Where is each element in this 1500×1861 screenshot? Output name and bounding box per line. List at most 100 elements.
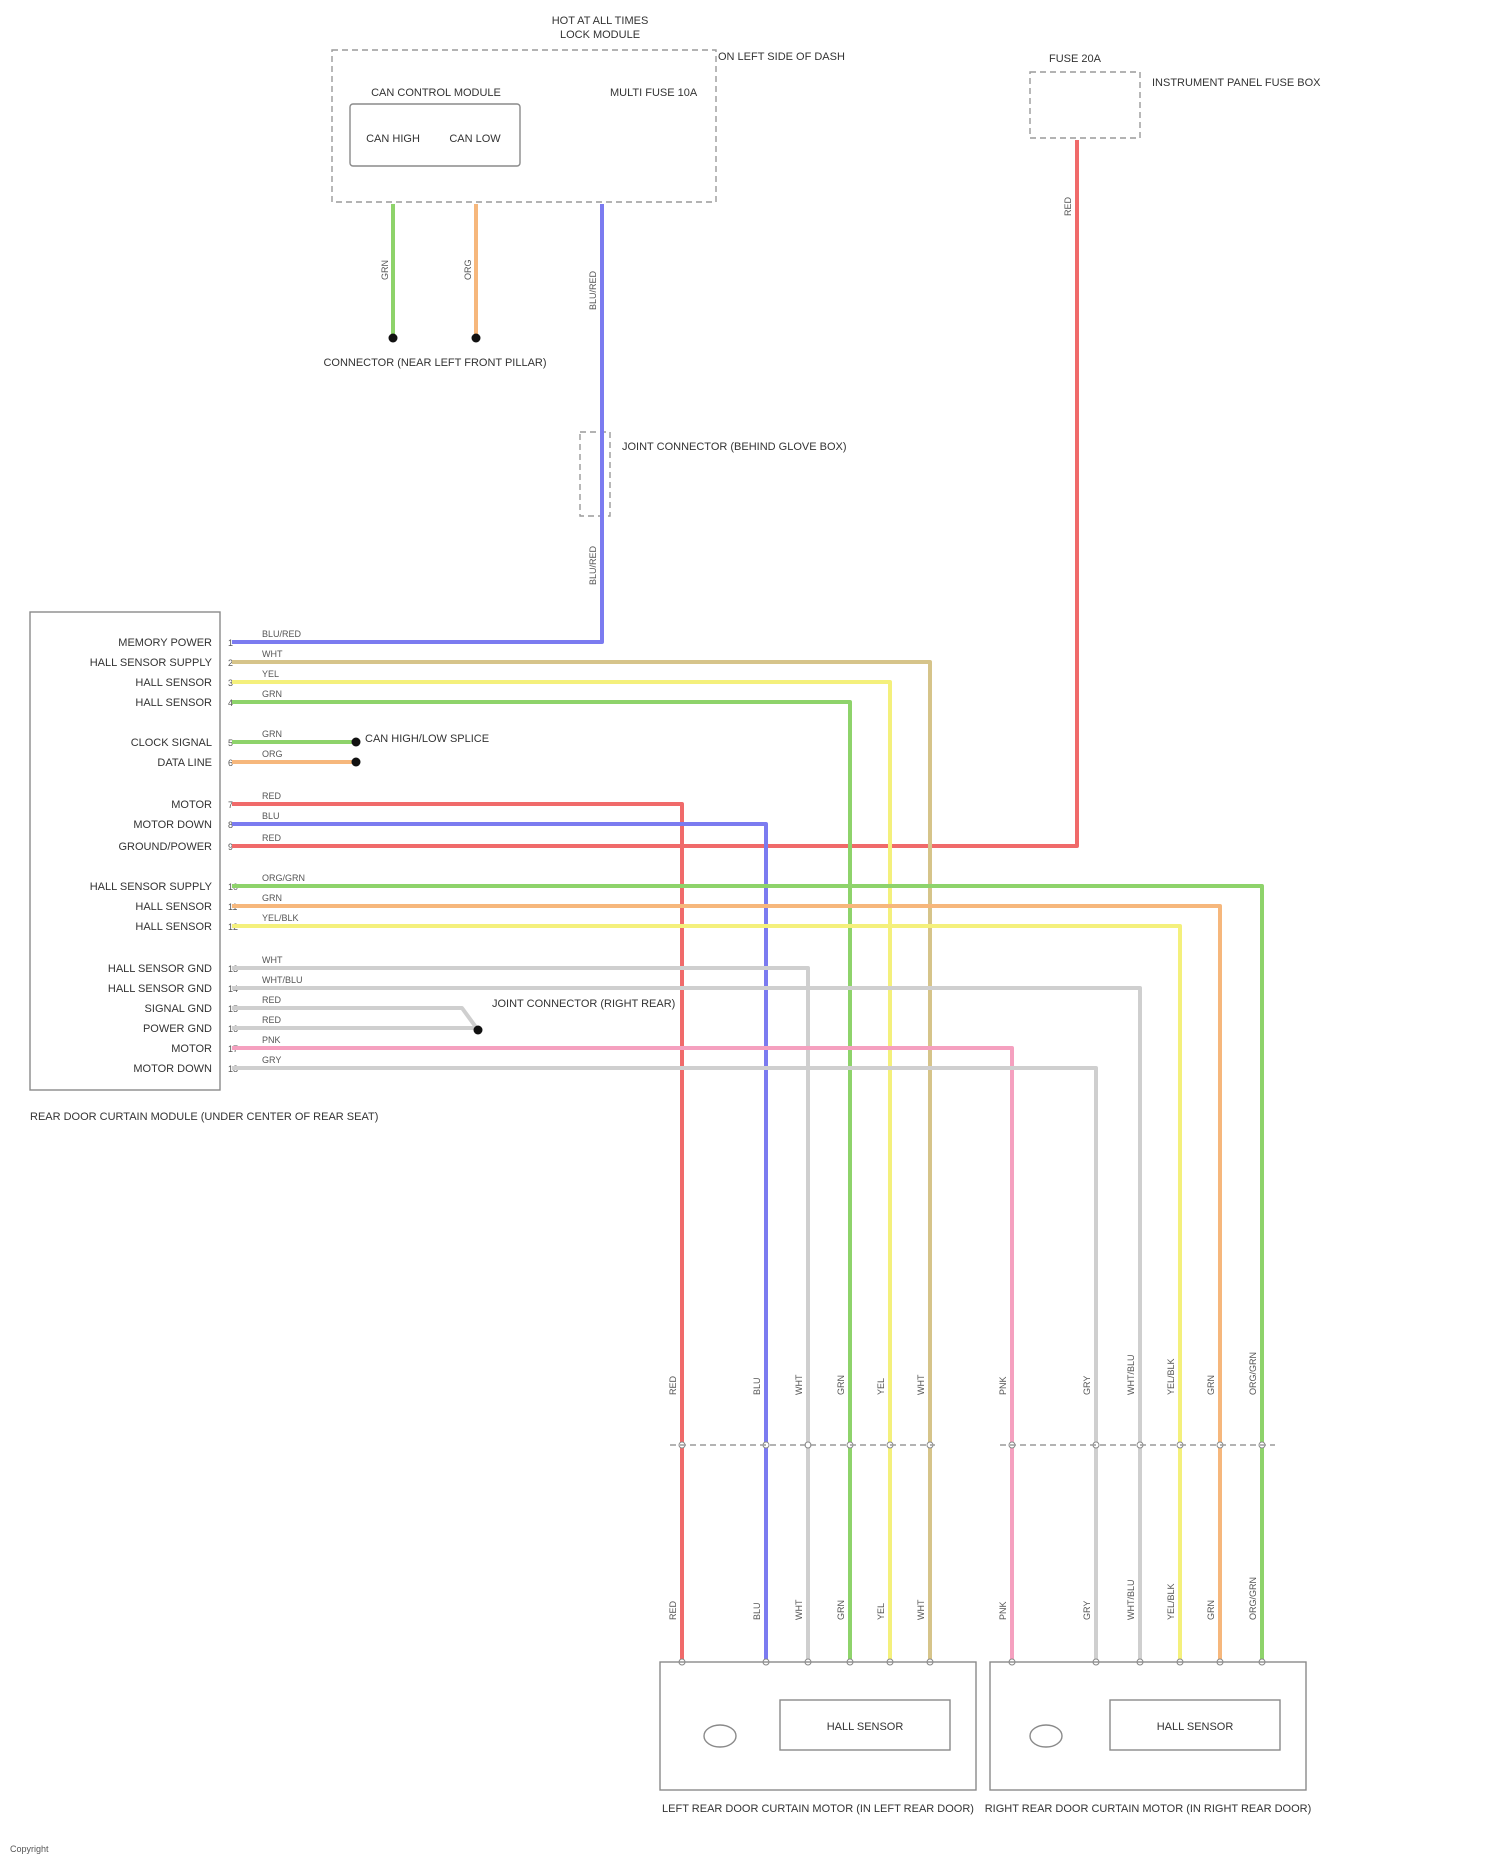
module-pin-label: MOTOR DOWN: [133, 1063, 212, 1075]
wire-label-pin4: GRN: [262, 689, 282, 699]
wire-label-pin17: PNK: [262, 1035, 281, 1045]
top-module-title: HOT AT ALL TIMES: [552, 15, 649, 27]
module-pin-label: MOTOR: [171, 799, 212, 811]
wire-label-memory: BLU/RED: [262, 629, 302, 639]
can-pin-a-label: CAN HIGH: [366, 133, 420, 145]
wire-label-can-high: GRN: [380, 260, 390, 280]
top-side-label: ON LEFT SIDE OF DASH: [718, 51, 845, 63]
module-pin-label: HALL SENSOR GND: [108, 983, 212, 995]
wire-label-pin15: RED: [262, 995, 282, 1005]
wire-label-memory-mid: BLU/RED: [588, 545, 598, 585]
module-pin-label: HALL SENSOR: [135, 677, 212, 689]
wire-label-pin18: GRY: [262, 1055, 281, 1065]
top-module-subtitle: LOCK MODULE: [560, 29, 640, 41]
fuse-box: [1030, 72, 1140, 138]
module-pin-label: DATA LINE: [157, 757, 212, 769]
wire-label-pin5: GRN: [262, 729, 282, 739]
wire-label-pin8: BLU: [262, 811, 280, 821]
wire-label-pin10: ORG/GRN: [262, 873, 305, 883]
fuse-label: MULTI FUSE 10A: [610, 87, 698, 99]
right-label-pnk-b: PNK: [998, 1601, 1008, 1620]
top-module-inner-label: CAN CONTROL MODULE: [371, 87, 501, 99]
top-module-box: [332, 50, 716, 202]
can-low-splice: [472, 334, 481, 343]
left-label-yel-b: YEL: [876, 1603, 886, 1620]
module-pin-label: MEMORY POWER: [118, 637, 212, 649]
wire-label-pin12: YEL/BLK: [262, 913, 299, 923]
module-pin-label: GROUND/POWER: [119, 841, 213, 853]
wire-label-pin7: RED: [262, 791, 282, 801]
data-splice: [352, 758, 361, 767]
wire-label-pin16: RED: [262, 1015, 282, 1025]
wire-label-pin14: WHT/BLU: [262, 975, 303, 985]
right-label-gry-b: GRY: [1082, 1601, 1092, 1620]
right-label-pnk: PNK: [998, 1376, 1008, 1395]
left-label-tan-b: WHT: [916, 1599, 926, 1620]
right-label-whtblu: WHT/BLU: [1126, 1355, 1136, 1396]
left-label-wht: WHT: [794, 1374, 804, 1395]
left-label-grn: GRN: [836, 1375, 846, 1395]
left-motor-up-wire: [232, 804, 682, 1662]
can-splice-label: CAN HIGH/LOW SPLICE: [365, 733, 489, 745]
right-label-gry: GRY: [1082, 1376, 1092, 1395]
left-label-yel: YEL: [876, 1378, 886, 1395]
wire-label-fuse-feed: RED: [1063, 196, 1073, 216]
left-label-blu-b: BLU: [752, 1602, 762, 1620]
right-hall-sensor-wire-a: [232, 906, 1220, 1662]
module-pin-label: HALL SENSOR: [135, 697, 212, 709]
left-label-tan: WHT: [916, 1374, 926, 1395]
left-label-grn-b: GRN: [836, 1600, 846, 1620]
right-splice-label: JOINT CONNECTOR (RIGHT REAR): [492, 998, 675, 1010]
watermark: Copyright: [10, 1844, 49, 1854]
wire-label-pin3: YEL: [262, 669, 279, 679]
right-label-grn-b: GRN: [1206, 1600, 1216, 1620]
module-pin-label: SIGNAL GND: [145, 1003, 212, 1015]
fuse-box-title: FUSE 20A: [1049, 53, 1102, 65]
wire-label-pin11: GRN: [262, 893, 282, 903]
right-hall-sensor-label: HALL SENSOR: [1157, 1721, 1234, 1733]
right-motor-down-wire: [232, 1068, 1096, 1662]
module-pin-label: MOTOR: [171, 1043, 212, 1055]
can-pin-b-label: CAN LOW: [449, 133, 501, 145]
module-pin-label: HALL SENSOR: [135, 901, 212, 913]
right-label-orggrn-b: ORG/GRN: [1248, 1577, 1258, 1620]
right-label-yelblk: YEL/BLK: [1166, 1358, 1176, 1395]
wire-label-memory-top: BLU/RED: [588, 270, 598, 310]
clock-splice: [352, 738, 361, 747]
right-hall-supply-wire: [232, 886, 1262, 1662]
wire-label-pin2: WHT: [262, 649, 283, 659]
left-label-wht-b: WHT: [794, 1599, 804, 1620]
module-pin-label: MOTOR DOWN: [133, 819, 212, 831]
can-high-splice: [389, 334, 398, 343]
splice-label: JOINT CONNECTOR (BEHIND GLOVE BOX): [622, 441, 847, 453]
right-label-whtblu-b: WHT/BLU: [1126, 1580, 1136, 1621]
right-motor-up-wire: [232, 1048, 1012, 1662]
right-motor-icon: [1030, 1725, 1062, 1747]
left-hall-sensor-wire-a: [232, 682, 890, 1662]
memory-power-wire: [232, 204, 602, 642]
right-label-yelblk-b: YEL/BLK: [1166, 1583, 1176, 1620]
left-motor-down-wire: [232, 824, 766, 1662]
module-pin-label: HALL SENSOR SUPPLY: [90, 657, 213, 669]
module-pin-label: HALL SENSOR GND: [108, 963, 212, 975]
ground-label: CONNECTOR (NEAR LEFT FRONT PILLAR): [323, 357, 546, 369]
module-pin-label: HALL SENSOR: [135, 921, 212, 933]
left-label-red-b: RED: [668, 1600, 678, 1620]
wire-label-can-low: ORG: [463, 259, 473, 280]
fuse-box-label: INSTRUMENT PANEL FUSE BOX: [1152, 77, 1321, 89]
module-pin-label: POWER GND: [143, 1023, 212, 1035]
left-hall-gnd-wire: [232, 968, 808, 1662]
left-label-red: RED: [668, 1375, 678, 1395]
right-label-grn: GRN: [1206, 1375, 1216, 1395]
right-motor-caption: RIGHT REAR DOOR CURTAIN MOTOR (IN RIGHT …: [985, 1803, 1312, 1815]
wire-label-pin6: ORG: [262, 749, 283, 759]
left-motor-box: [660, 1662, 976, 1790]
ground-splice: [474, 1026, 483, 1035]
main-module-caption: REAR DOOR CURTAIN MODULE (UNDER CENTER O…: [30, 1111, 378, 1123]
module-pin-label: CLOCK SIGNAL: [131, 737, 212, 749]
wire-label-pin13: WHT: [262, 955, 283, 965]
right-hall-sensor-wire-b: [232, 926, 1180, 1662]
module-pin-label: HALL SENSOR SUPPLY: [90, 881, 213, 893]
